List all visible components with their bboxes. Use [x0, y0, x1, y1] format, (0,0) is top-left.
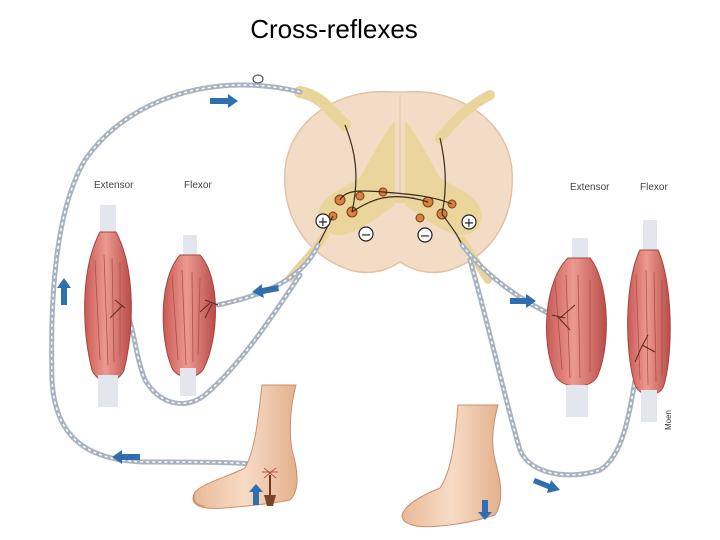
arrow-down-icon — [478, 500, 492, 520]
left-minus-sign: − — [361, 228, 372, 243]
direction-arrows — [57, 94, 560, 520]
right-minus-sign: − — [420, 229, 431, 244]
tack-stimulus-icon — [262, 467, 278, 506]
arrow-left-icon — [112, 450, 140, 464]
left-plus-sign: + — [318, 215, 329, 230]
interneuron-connections — [317, 124, 463, 246]
arrow-right-icon — [210, 94, 238, 108]
left-flexor-label: Flexor — [184, 180, 212, 191]
illustrator-credit: Moen — [664, 409, 673, 430]
left-foot — [192, 384, 298, 509]
dorsal-root-ganglion — [252, 74, 264, 84]
right-foot — [401, 404, 502, 528]
right-plus-sign: + — [464, 216, 475, 231]
synapse-signs — [315, 213, 477, 243]
arrow-left-icon — [252, 284, 279, 298]
interneurons — [328, 187, 457, 223]
left-extensor-muscle — [84, 205, 132, 407]
right-flexor-label: Flexor — [640, 182, 668, 193]
arrow-down-right-icon — [533, 478, 560, 493]
arrow-up-icon — [249, 484, 263, 505]
right-flexor-muscle — [627, 220, 671, 422]
right-extensor-muscle — [546, 238, 607, 417]
diagram-title: Cross-reflexes — [250, 14, 418, 44]
arrow-right-icon — [510, 294, 536, 308]
spinal-cord — [284, 86, 514, 284]
left-extensor-label: Extensor — [94, 180, 134, 191]
arrow-up-icon — [57, 278, 71, 305]
left-flexor-muscle — [162, 235, 216, 396]
right-extensor-label: Extensor — [570, 182, 610, 193]
